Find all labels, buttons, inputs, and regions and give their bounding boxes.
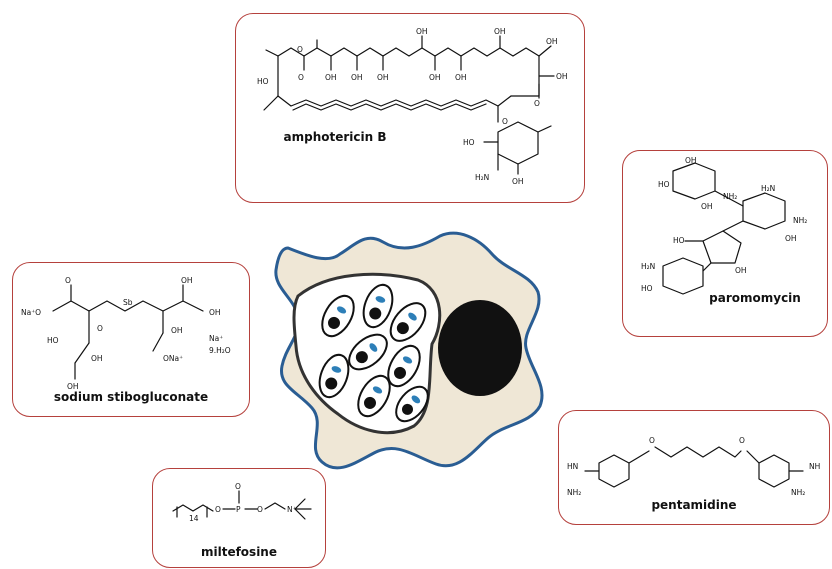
miltefosine-o-2: O [235,482,241,491]
amphotericin-oh-7: OH [494,27,506,36]
pentamidine-nh: NH [809,462,820,471]
amastigote [318,353,350,399]
paromomycin-h2n: H₂N [761,184,775,193]
paromomycin-ho-2: HO [673,236,685,245]
sodium-stibogluconate-card: Na⁺O O Sb O HO OH OH OH ONa⁺ OH OH Na⁺ 9… [12,262,250,417]
miltefosine-chain-count: 14 [189,514,199,523]
amastigote [357,374,391,418]
amphotericin-glyco-o: O [502,117,508,126]
pentamidine-structure: O O HN NH₂ NH NH₂ [567,436,820,497]
stibo-oh-1: OH [91,354,103,363]
pentamidine-nh2-1: NH₂ [567,488,581,497]
stibo-oh-4: OH [181,276,193,285]
amphotericin-ho-1: HO [257,77,269,86]
amphotericin-oh-5: OH [429,73,441,82]
amphotericin-sugar-ho: HO [463,138,475,147]
stibo-ona: ONa⁺ [163,354,183,363]
amastigote [348,333,388,371]
amphotericin-oh-1: OH [325,73,337,82]
amphotericin-acid-o: O [534,99,540,108]
amphotericin-b-label: amphotericin B [283,130,387,144]
paromomycin-ho-3: HO [641,284,653,293]
macrophage-nucleus [438,300,522,396]
stibo-water: 9.H₂O [209,346,231,355]
pentamidine-card: O O HN NH₂ NH NH₂ pentamidine [558,410,830,525]
stibo-o-2: O [97,324,103,333]
amphotericin-sugar-oh: OH [512,177,524,186]
stibo-oh-2: OH [67,382,79,391]
amastigote [387,344,421,388]
miltefosine-card: 14 O P O O N⁺ miltefosine [152,468,326,568]
paromomycin-oh-2: OH [701,202,713,211]
paromomycin-nh2-2: NH₂ [793,216,807,225]
amphotericin-oh-9: OH [556,72,568,81]
amphotericin-b-card: O HO H₂N OH O O HO OH OH OH OH OH OH OH … [235,13,585,203]
miltefosine-p: P [236,505,241,514]
paromomycin-oh-4: OH [735,266,747,275]
paromomycin-oh-3: OH [785,234,797,243]
amastigote [389,302,427,342]
amphotericin-carbonyl-o: O [298,73,304,82]
paromomycin-ho-1: HO [658,180,670,189]
amphotericin-oh-8: OH [546,37,558,46]
amphotericin-oh-3: OH [377,73,389,82]
amphotericin-ring-o: O [297,45,303,54]
paromomycin-label: paromomycin [709,291,801,305]
miltefosine-structure: 14 O P O O N⁺ [172,482,312,523]
stibo-o-1: O [65,276,71,285]
paromomycin-h2n-2: H₂N [641,262,655,271]
pentamidine-o-1: O [649,436,655,445]
amastigote [395,385,429,423]
amastigote-group [318,283,429,423]
paromomycin-nh2-1: NH₂ [723,192,737,201]
paromomycin-card: HO OH OH NH₂ H₂N NH₂ OH HO OH H₂N HO par… [622,150,828,337]
amphotericin-oh-2: OH [351,73,363,82]
miltefosine-o-3: O [257,505,263,514]
miltefosine-label: miltefosine [200,545,277,559]
paromomycin-oh-1: OH [685,156,697,165]
amphotericin-b-structure: O HO H₂N OH O O HO OH OH OH OH OH OH OH … [257,27,568,186]
amastigote [321,294,355,338]
miltefosine-n: N⁺ [287,505,297,514]
pentamidine-nh2-2: NH₂ [791,488,805,497]
stibo-sb-1: Sb [123,298,133,307]
stibo-oh-5: OH [209,308,221,317]
sodium-stibogluconate-label: sodium stibogluconate [53,390,209,404]
stibo-na: Na⁺ [209,334,223,343]
paromomycin-structure: HO OH OH NH₂ H₂N NH₂ OH HO OH H₂N HO [641,156,807,295]
pentamidine-o-2: O [739,436,745,445]
pentamidine-hn: HN [567,462,578,471]
stibo-oh-3: OH [171,326,183,335]
amphotericin-oh-4: OH [416,27,428,36]
amphotericin-oh-6: OH [455,73,467,82]
pentamidine-label: pentamidine [651,498,737,512]
amastigote [362,283,394,329]
stibo-na-o: Na⁺O [21,308,41,317]
macrophage-illustration [274,231,544,470]
amphotericin-sugar-h2n: H₂N [475,173,489,182]
sodium-stibogluconate-structure: Na⁺O O Sb O HO OH OH OH ONa⁺ OH OH Na⁺ 9… [21,276,231,391]
miltefosine-o-1: O [215,505,221,514]
stibo-ho-1: HO [47,336,59,345]
